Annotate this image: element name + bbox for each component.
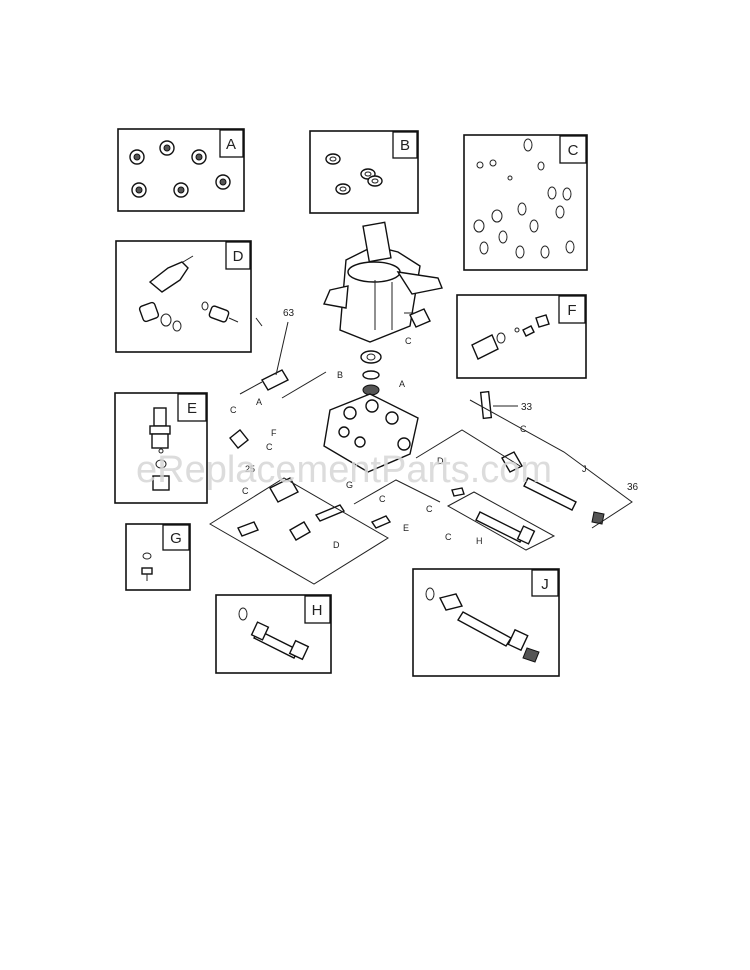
kit-j-label: J (541, 576, 549, 593)
kit-h-label: H (312, 602, 323, 619)
kit-b-label: B (400, 137, 410, 154)
kit-a-box: A (117, 128, 245, 212)
long-bolt (479, 390, 518, 420)
kit-g-label: G (170, 530, 182, 547)
plunger-assembly-h (475, 511, 536, 545)
callout-63: 63 (283, 308, 295, 319)
callout-c: C (242, 486, 249, 496)
kit-c-box: C (463, 134, 588, 271)
kit-c-label: C (568, 142, 579, 159)
callout-d: D (333, 540, 340, 550)
plunger-assembly-j (501, 451, 605, 525)
callout-33: 33 (521, 402, 533, 413)
manifold-head (323, 393, 419, 473)
plug-icon (149, 407, 171, 491)
callout-b: B (337, 370, 343, 380)
kit-e-label: E (187, 400, 197, 417)
check-valve-icon (471, 314, 550, 360)
pressure-sensor (239, 321, 289, 395)
pump-housing (323, 221, 443, 343)
kit-h-box: H (215, 594, 332, 674)
callout-f: F (271, 428, 277, 438)
valve-icon (138, 255, 239, 332)
callout-25: 25 (245, 464, 255, 474)
o-ring-icon (473, 138, 575, 259)
callout-a: A (256, 397, 262, 407)
callout-c: C (426, 504, 433, 514)
kit-f-box: F (456, 294, 587, 379)
bearing-stack (360, 350, 382, 396)
kit-g-box: G (125, 523, 191, 591)
callout-c: C (520, 424, 527, 434)
kit-e-box: E (114, 392, 208, 504)
plunger-icon (425, 587, 540, 663)
callout-c: C (266, 442, 273, 452)
watermark-text: eReplacementParts.com (136, 449, 552, 491)
unloader-assembly (229, 429, 465, 541)
kit-a-label: A (226, 136, 236, 153)
piston-icon (238, 607, 310, 661)
kit-j-box: J (412, 568, 560, 677)
callout-e: E (403, 523, 409, 533)
kit-b-box: B (309, 130, 419, 214)
callout-a: A (399, 379, 405, 389)
callout-j: J (582, 464, 587, 474)
callout-g: G (346, 480, 353, 490)
callout-c: C (445, 532, 452, 542)
kit-f-label: F (567, 302, 576, 319)
callout-d: D (437, 456, 444, 466)
kit-d-label: D (233, 248, 244, 265)
nut-icon (129, 140, 231, 198)
kit-d-box: D (115, 240, 252, 353)
callout-c: C (405, 336, 412, 346)
screw-icon (141, 552, 153, 581)
callout-c: C (230, 405, 237, 415)
callout-c: C (379, 494, 386, 504)
leader-lines (209, 317, 633, 585)
callout-h: H (476, 536, 483, 546)
seal-icon (325, 153, 383, 195)
callout-36: 36 (627, 482, 639, 493)
